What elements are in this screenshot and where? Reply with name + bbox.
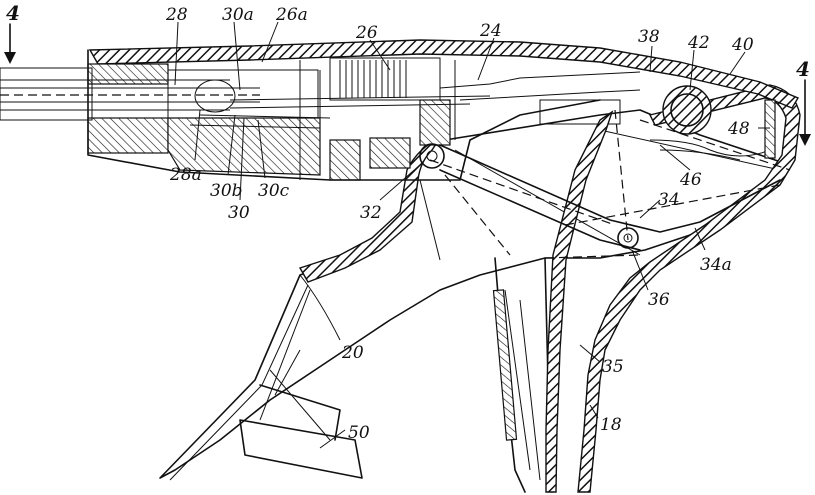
label-35: 35 (602, 357, 624, 377)
label-24: 24 (479, 21, 502, 41)
label-38: 38 (638, 27, 660, 47)
roller-42 (663, 86, 711, 134)
label-26: 26 (355, 23, 378, 43)
label-46: 46 (679, 170, 702, 190)
label-26a: 26a (275, 5, 308, 25)
label-40: 40 (731, 35, 754, 55)
section-arrow-right (799, 80, 811, 146)
label-36: 36 (648, 290, 670, 310)
lever-34 (440, 145, 780, 250)
label-section-left: 4 (6, 1, 20, 25)
label-48: 48 (727, 119, 750, 139)
label-18: 18 (600, 415, 622, 435)
label-30c: 30c (258, 181, 290, 201)
label-28a: 28a (169, 165, 202, 185)
part-48 (765, 100, 775, 158)
label-20: 20 (341, 343, 364, 363)
label-34: 34 (658, 190, 680, 210)
spring-26 (340, 60, 406, 98)
label-30a: 30a (222, 5, 254, 25)
label-50: 50 (348, 423, 370, 443)
label-section-right: 4 (796, 57, 810, 81)
label-32: 32 (360, 203, 382, 223)
section-arrow-left (4, 24, 16, 64)
label-30: 30 (228, 203, 250, 223)
label-28: 28 (165, 5, 188, 25)
label-30b: 30b (210, 181, 243, 201)
label-42: 42 (687, 33, 710, 53)
label-34a: 34a (700, 255, 732, 275)
part-50 (240, 350, 362, 478)
